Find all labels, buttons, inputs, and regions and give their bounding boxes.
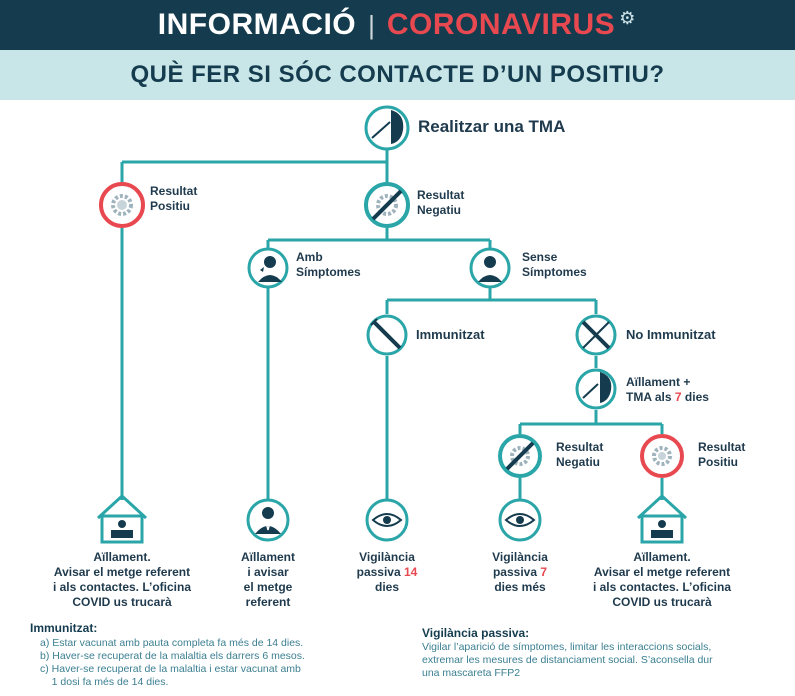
outcome-4-line2: passiva 7 xyxy=(475,565,565,580)
outcome-2-line3: el metge xyxy=(243,580,293,594)
node-amb-label: Amb Símptomes xyxy=(296,250,361,280)
note-vigilancia-line-1: Vigilar l’aparició de símptomes, limitar… xyxy=(422,641,712,653)
outcome-3-passiva: passiva xyxy=(356,565,404,579)
node-negatiu-2-line2: Negatiu xyxy=(556,455,601,469)
outcome-5: Aïllament. Avisar el metge referent i al… xyxy=(582,550,742,610)
house-laptop-icon xyxy=(636,493,688,544)
node-immunitzat-label: Immunitzat xyxy=(416,327,485,342)
outcome-4-line3: dies més xyxy=(494,580,546,594)
outcome-5-line1: Aïllament. xyxy=(633,550,691,564)
node-amb-line2: Símptomes xyxy=(296,265,361,279)
eye-icon xyxy=(498,498,542,542)
person-icon xyxy=(469,247,511,289)
note-vigilancia-title: Vigilància passiva: xyxy=(422,626,530,640)
outcome-1-line3: i als contactes. L’oficina xyxy=(52,580,192,594)
outcome-3-line1: Vigilància xyxy=(359,550,415,564)
node-no-immunitzat-label: No Immunitzat xyxy=(626,327,716,342)
outcome-1-line1: Aïllament. xyxy=(93,550,151,564)
node-aillament-tma-label: Aïllament + TMA als 7 dies xyxy=(626,375,709,405)
aillament-tma-days: 7 xyxy=(674,390,682,404)
outcome-4-passiva: passiva xyxy=(492,565,541,579)
house-laptop-icon xyxy=(96,493,148,544)
doctor-icon xyxy=(246,498,290,542)
node-negatiu-2-label: Resultat Negatiu xyxy=(556,440,603,470)
outcome-1: Aïllament. Avisar el metge referent i al… xyxy=(42,550,202,610)
eye-icon xyxy=(365,498,409,542)
aillament-tma-text: TMA als xyxy=(626,390,675,404)
node-sense-label: Sense Símptomes xyxy=(522,250,587,280)
node-positiu-1-line2: Positiu xyxy=(150,199,191,213)
outcome-4-line1: Vigilància xyxy=(492,550,548,564)
outcome-3-days: 14 xyxy=(404,565,418,579)
gear-icon: ⚙ xyxy=(619,8,636,28)
swab-icon xyxy=(575,368,617,410)
virus-negative-icon xyxy=(364,182,410,228)
page-subtitle: QUÈ FER SI SÓC CONTACTE D’UN POSITIU? xyxy=(130,61,665,88)
note-immunitzat-line-c2: 1 dosi fa més de 14 dies. xyxy=(40,676,169,688)
outcome-2: Aïllament i avisar el metge referent xyxy=(218,550,318,610)
swab-icon xyxy=(364,105,410,151)
outcome-5-line4: COVID us trucarà xyxy=(612,595,712,609)
note-vigilancia-line-2: extremar les mesures de distanciament so… xyxy=(422,654,713,666)
outcome-1-line2: Avisar el metge referent xyxy=(53,565,191,579)
node-positiu-1-line1: Resultat xyxy=(150,184,198,198)
outcome-3-line2: passiva 14 xyxy=(342,565,432,580)
node-sense-line1: Sense xyxy=(522,250,558,264)
node-negatiu-1-line2: Negatiu xyxy=(417,203,462,217)
aillament-tma-dies: dies xyxy=(681,390,709,404)
node-positiu-2-label: Resultat Positiu xyxy=(698,440,745,470)
node-negatiu-1-line1: Resultat xyxy=(417,188,465,202)
outcome-2-line2: i avisar xyxy=(247,565,289,579)
node-positiu-2-line2: Positiu xyxy=(698,455,739,469)
outcome-4-days: 7 xyxy=(540,565,548,579)
virus-negative-icon xyxy=(498,434,542,478)
node-aillament-tma-line2: TMA als 7 dies xyxy=(626,390,709,405)
outcome-5-line3: i als contactes. L’oficina xyxy=(592,580,732,594)
outcome-4: Vigilància passiva 7 dies més xyxy=(475,550,565,595)
note-immunitzat-line-a: a) Estar vacunat amb pauta completa fa m… xyxy=(40,637,304,649)
header-bar: INFORMACIÓ | CORONAVIRUS ⚙ xyxy=(0,0,795,50)
note-immunitzat-line-b: b) Haver-se recuperat de la malaltia els… xyxy=(40,650,305,662)
note-immunitzat-line-c: c) Haver-se recuperat de la malaltia i e… xyxy=(40,663,301,675)
node-positiu-2-line1: Resultat xyxy=(698,440,746,454)
header-separator: | xyxy=(368,9,375,40)
outcome-2-line4: referent xyxy=(245,595,291,609)
no-syringe-icon xyxy=(575,314,617,356)
header-title-right: CORONAVIRUS xyxy=(386,8,616,41)
outcome-5-line2: Avisar el metge referent xyxy=(593,565,731,579)
note-vigilancia-line-3: una mascareta FFP2 xyxy=(422,667,521,679)
outcome-2-line1: Aïllament xyxy=(240,550,295,564)
syringe-icon xyxy=(366,314,408,356)
node-positiu-1-label: Resultat Positiu xyxy=(150,184,197,214)
node-aillament-tma-line1: Aïllament + xyxy=(626,375,691,389)
virus-positive-icon xyxy=(640,434,684,478)
outcome-3: Vigilància passiva 14 dies xyxy=(342,550,432,595)
header-title-left: INFORMACIÓ xyxy=(157,8,357,41)
node-tma-label: Realitzar una TMA xyxy=(418,117,566,136)
node-sense-line2: Símptomes xyxy=(522,265,587,279)
subtitle-bar: QUÈ FER SI SÓC CONTACTE D’UN POSITIU? xyxy=(0,50,795,100)
note-immunitzat-title: Immunitzat: xyxy=(30,621,98,635)
node-amb-line1: Amb xyxy=(296,250,323,264)
virus-positive-icon xyxy=(99,182,145,228)
node-negatiu-2-line1: Resultat xyxy=(556,440,604,454)
outcome-3-line3: dies xyxy=(374,580,399,594)
outcome-1-line4: COVID us trucarà xyxy=(72,595,172,609)
sick-person-icon xyxy=(247,247,289,289)
node-negatiu-1-label: Resultat Negatiu xyxy=(417,188,464,218)
